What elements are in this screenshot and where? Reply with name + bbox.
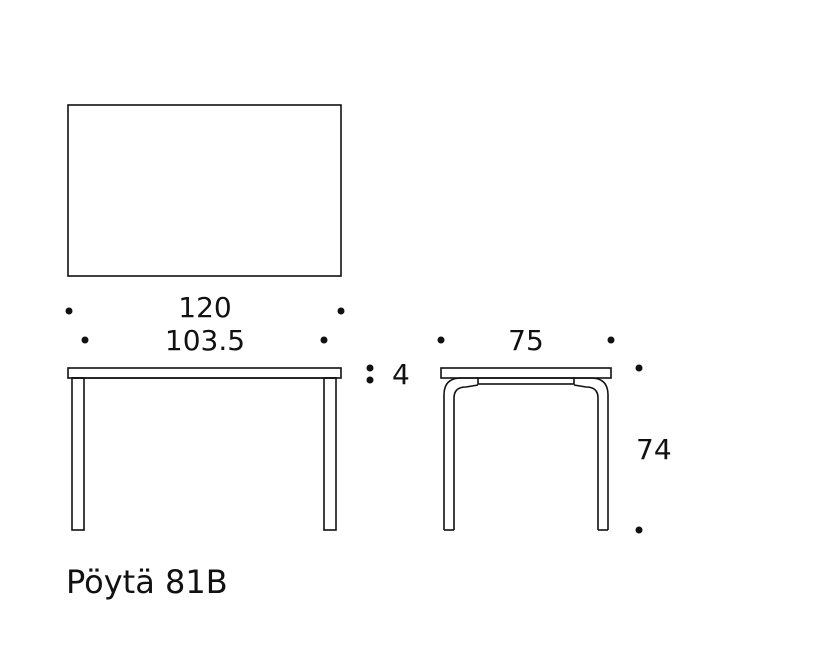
leg-span-marker-left: [81, 336, 89, 344]
overall-length-label: 120: [178, 291, 231, 324]
product-name: Pöytä 81B: [66, 563, 228, 601]
thickness-marker-top: [366, 364, 374, 372]
side-leg-left-inner: [453, 384, 479, 530]
top-view-rect: [67, 104, 342, 277]
height-marker-top: [635, 364, 643, 372]
side-leg-right-outer: [574, 377, 609, 530]
thickness-marker-bottom: [366, 376, 374, 384]
depth-marker-right: [607, 336, 615, 344]
front-leg-left: [71, 377, 85, 531]
leg-span-marker-right: [320, 336, 328, 344]
front-leg-right: [323, 377, 337, 531]
height-marker-bottom: [635, 526, 643, 534]
depth-label: 75: [508, 324, 544, 357]
length-marker-left: [65, 307, 73, 315]
front-view: [67, 367, 342, 531]
side-tabletop: [440, 367, 612, 379]
depth-marker-left: [437, 336, 445, 344]
top-thickness-label: 4: [392, 358, 410, 391]
length-marker-right: [337, 307, 345, 315]
leg-span-label: 103.5: [165, 324, 245, 357]
front-tabletop: [67, 367, 342, 379]
side-leg-right-inner: [573, 384, 599, 530]
height-label: 74: [636, 433, 672, 466]
side-leg-left-outer: [443, 377, 478, 530]
side-apron: [477, 377, 575, 385]
side-view: [440, 367, 612, 531]
